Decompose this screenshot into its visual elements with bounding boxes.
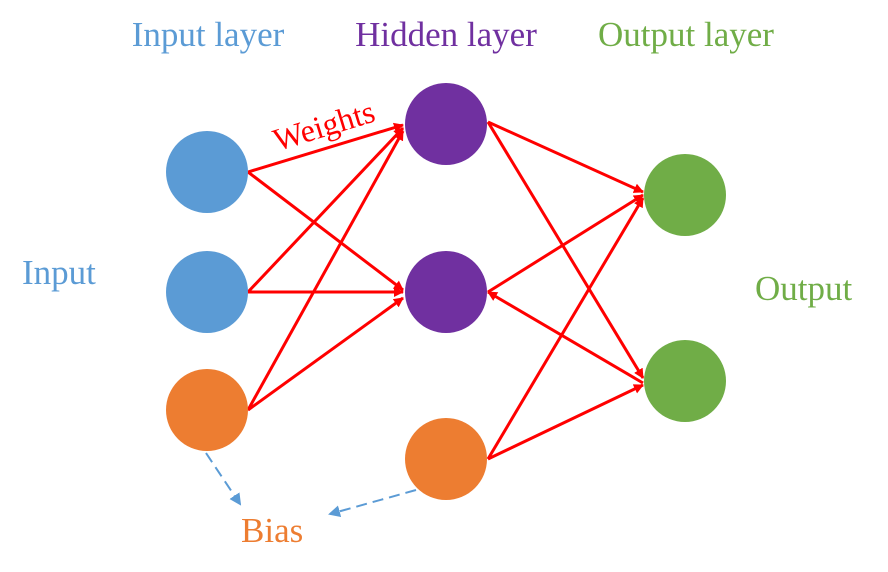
input-layer-nodes <box>166 131 248 451</box>
connection-bias2-o1 <box>486 197 645 460</box>
bias-node-hidden <box>405 418 487 500</box>
input-node-1 <box>166 131 248 213</box>
bias-link-input <box>205 452 242 506</box>
input-label: Input <box>22 253 96 292</box>
connection-in1-h1 <box>247 122 404 174</box>
input-node-2 <box>166 251 248 333</box>
output-layer-nodes <box>644 154 726 422</box>
connection-h1-o2 <box>486 121 645 379</box>
connection-in2-h1 <box>246 126 405 294</box>
connection-h2-o1 <box>487 193 644 294</box>
bias-node-input <box>166 369 248 451</box>
hidden-layer-title: Hidden layer <box>355 15 537 54</box>
connection-bias1-h2 <box>247 296 404 412</box>
output-node-1 <box>644 154 726 236</box>
hidden-node-2 <box>405 251 487 333</box>
connection-bias2-o2 <box>487 383 644 461</box>
connection-o2-h2 <box>487 290 644 385</box>
bias-link-hidden <box>328 489 417 518</box>
output-layer-title: Output layer <box>598 15 774 54</box>
bias-links <box>205 452 417 518</box>
connection-h1-o1 <box>487 120 644 194</box>
connection-bias1-h1 <box>246 130 405 411</box>
input-layer-title: Input layer <box>132 15 285 54</box>
output-node-2 <box>644 340 726 422</box>
hidden-node-1 <box>405 83 487 165</box>
bias-label: Bias <box>241 511 303 550</box>
hidden-layer-nodes <box>405 83 487 500</box>
output-label: Output <box>755 269 853 308</box>
weight-connections <box>246 120 645 461</box>
connection-in1-h2 <box>247 170 404 292</box>
